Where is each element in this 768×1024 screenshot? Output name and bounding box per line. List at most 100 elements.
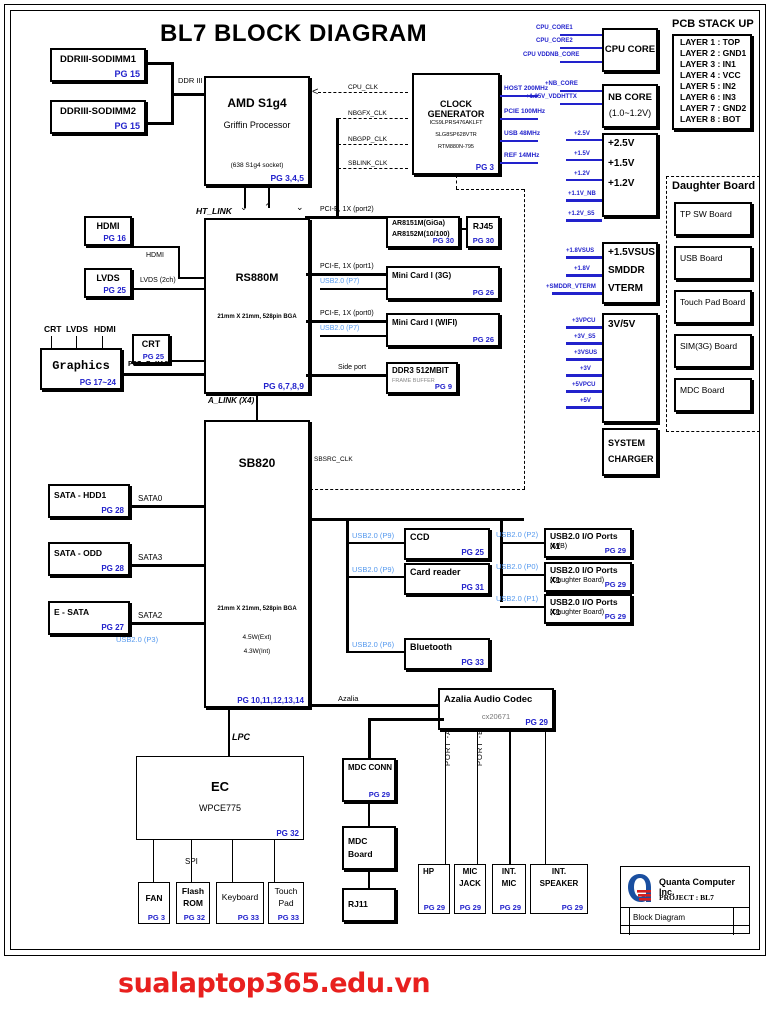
label-lvds-link: LVDS (2ch) [140,277,176,284]
block-crt[interactable]: CRT PG 25 [132,334,170,364]
card-reader-label: Card reader [410,567,461,577]
block-azalia-codec[interactable]: Azalia Audio Codec cx20671 PG 29 [438,688,554,730]
label-sata2: SATA2 [138,611,163,620]
block-mdc-conn[interactable]: MDC CONN PG 29 [342,758,396,802]
sb820-power-int: 4.3W(Int) [243,648,271,655]
wire-sata0 [130,505,206,508]
block-nb-core[interactable]: NB CORE (1.0~1.2V) [602,84,658,128]
sodimm1-pg: PG 15 [114,69,140,79]
charger-line1: SYSTEM [608,438,646,448]
sata-odd-label: SATA - ODD [54,548,103,558]
wire-usb-port-mb [500,542,544,545]
charger-line2: CHARGER [608,454,654,464]
wire-audio-int-speaker [545,730,547,864]
block-mini-card-3g[interactable]: Mini Card I (3G) PG 26 [386,266,500,300]
quanta-logo-icon [627,872,653,904]
arrow-ht-down-icon: ⌄ [240,202,248,212]
wire-card-reader [346,576,404,579]
block-lvds[interactable]: LVDS PG 25 [84,268,132,298]
sata-hdd1-label: SATA - HDD1 [54,490,107,500]
block-e-sata[interactable]: E - SATA PG 27 [48,601,130,635]
block-rail-group-2[interactable]: +1.5VSUS SMDDR VTERM [602,242,658,304]
label-pcie-port0: PCI-E, 1X (port0) [320,310,374,317]
block-amd-s1g4[interactable]: AMD S1g4 Griffin Processor (638 S1g4 soc… [204,76,310,186]
block-usb-io-port-db1[interactable]: USB2.0 I/O Ports X1 (Daughter Board) PG … [544,562,632,592]
block-keyboard[interactable]: Keyboard PG 33 [216,882,264,924]
block-rail-group-1[interactable]: +2.5V +1.5V +1.2V [602,133,658,217]
block-ccd[interactable]: CCD PG 25 [404,528,490,560]
block-rj45[interactable]: RJ45 PG 30 [466,216,500,248]
wire-cpucore2 [560,47,602,49]
pcb-stack-box: LAYER 1 : TOP LAYER 2 : GND1 LAYER 3 : I… [672,34,752,130]
block-rail-group-3[interactable]: 3V/5V [602,313,658,423]
block-frame-buffer[interactable]: DDR3 512MBIT FRAME BUFFER PG 9 [386,362,458,394]
block-rj11[interactable]: RJ11 [342,888,396,922]
pcb-layer-3: LAYER 3 : IN1 [680,59,736,69]
block-mini-card-wifi[interactable]: Mini Card I (WIFI) PG 26 [386,313,500,347]
wire-gfx-hdmi [102,336,104,348]
block-sb820[interactable]: SB820 21mm X 21mm, 528pin BGA 4.5W(Ext) … [204,420,310,708]
block-ddriii-sodimm2[interactable]: DDRIII-SODIMM2 PG 15 [50,100,146,134]
block-lan-controller[interactable]: AR8151M(GiGa) AR8152M(10/100) PG 30 [386,216,460,248]
wire-hdmi-v [178,246,180,278]
doc-title: Block Diagram [633,913,686,922]
rail-cpu-vddnb: CPU VDDNB_CORE [523,52,580,58]
block-sata-hdd1[interactable]: SATA - HDD1 PG 28 [48,484,130,518]
int-speaker-pg: PG 29 [561,903,583,912]
block-sim-3g-board[interactable]: SIM(3G) Board [674,334,752,368]
rj45-label: RJ45 [472,221,494,231]
block-usb-io-port-mb[interactable]: USB2.0 I/O Ports X1 (M/B) PG 29 [544,528,632,558]
block-touch-pad[interactable]: Touch Pad PG 33 [268,882,304,924]
rail-net-5v: +5V [580,398,591,404]
sodimm2-pg: PG 15 [114,121,140,131]
block-clock-generator[interactable]: CLOCK GENERATOR ICS9LPRS476AKLFT SLG8SP6… [412,73,500,175]
block-cpu-core[interactable]: CPU CORE [602,28,658,72]
azalia-codec-label: Azalia Audio Codec [444,694,533,705]
block-fan[interactable]: FAN PG 3 [138,882,170,924]
label-sblink-clk: SBLINK_CLK [348,160,388,167]
mdc-board-line1: MDC [348,836,368,846]
wire-usb-port-db2 [500,606,544,609]
block-touch-pad-board[interactable]: Touch Pad Board [674,290,752,324]
page-title: BL7 BLOCK DIAGRAM [160,20,428,47]
rs880m-package: 21mm X 21mm, 528pin BGA [217,314,297,320]
label-sata3: SATA3 [138,553,163,562]
wire-cpuvddnb [560,61,602,63]
block-int-speaker[interactable]: INT. SPEAKER PG 29 [530,864,588,914]
block-sata-odd[interactable]: SATA - ODD PG 28 [48,542,130,576]
wire-hdmi-h2 [178,277,206,279]
block-usb-io-port-db2[interactable]: USB2.0 I/O Ports X1 (Daughter Board) PG … [544,594,632,624]
rail-net-5vpcu: +5VPCU [572,382,596,388]
label-usb-p9-ccd: USB2.0 (P9) [352,531,395,540]
wire-usb-port-db1 [500,574,544,577]
block-flash-rom[interactable]: Flash ROM PG 32 [176,882,210,924]
block-bluetooth[interactable]: Bluetooth PG 33 [404,638,490,670]
block-system-charger[interactable]: SYSTEM CHARGER [602,428,658,476]
rail-cpu-core2: CPU_CORE2 [536,38,573,44]
wire-gfx-lvds [76,336,78,348]
block-hp[interactable]: HP PG 29 [418,864,450,914]
clock-part-1: ICS9LPRS476AKLFT [429,120,483,126]
dash-sbsrc-v [524,189,525,489]
block-mdc-board-dgt[interactable]: MDC Board [674,378,752,412]
block-mic-jack[interactable]: MIC JACK PG 29 [454,864,486,914]
sb820-name: SB820 [238,456,276,470]
wire-mdc-rj11 [368,870,371,888]
block-usb-board[interactable]: USB Board [674,246,752,280]
block-int-mic[interactable]: INT. MIC PG 29 [492,864,526,914]
block-ddriii-sodimm1[interactable]: DDRIII-SODIMM1 PG 15 [50,48,146,82]
rail-net-3v: +3V [580,366,591,372]
block-card-reader[interactable]: Card reader PG 31 [404,563,490,595]
block-ec[interactable]: EC WPCE775 PG 32 [136,756,304,840]
pcb-layer-2: LAYER 2 : GND1 [680,48,747,58]
title-block: Quanta Computer Inc. PROJECT : BL7 Block… [620,866,750,935]
rail-net-1p1v-nb: +1.1V_NB [568,191,596,197]
ec-name: EC [210,779,230,794]
block-hdmi[interactable]: HDMI PG 16 [84,216,132,246]
dash-clk-down [456,175,457,189]
block-graphics[interactable]: Graphics PG 17~24 [40,348,122,390]
block-mdc-board[interactable]: MDC Board [342,826,396,870]
block-rs880m[interactable]: RS880M 21mm X 21mm, 528pin BGA PG 6,7,8,… [204,218,310,394]
block-tp-sw-board[interactable]: TP SW Board [674,202,752,236]
label-port-b: PORT -B [475,728,484,766]
